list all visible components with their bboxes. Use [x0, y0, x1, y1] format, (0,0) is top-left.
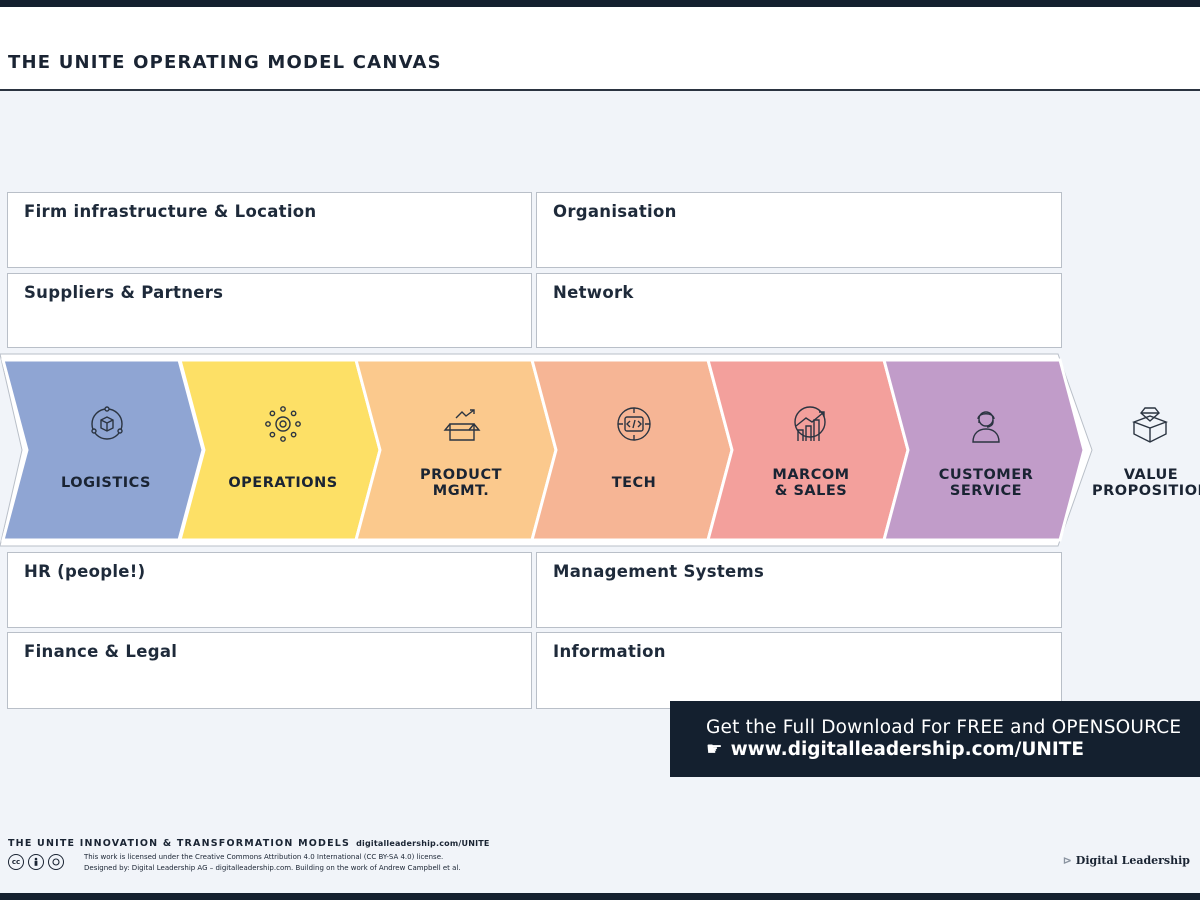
diamond-box-icon	[1130, 404, 1170, 444]
box-label: Finance & Legal	[24, 642, 178, 661]
banner-headline: Get the Full Download For FREE and OPENS…	[706, 717, 1182, 738]
top-bar	[0, 0, 1200, 7]
box-information[interactable]: Information	[536, 632, 1062, 709]
step-label-marcom-sales: MARCOM & SALES	[772, 467, 850, 499]
footer-heading: THE UNITE INNOVATION & TRANSFORMATION MO…	[8, 838, 490, 849]
page-title: THE UNITE OPERATING MODEL CANVAS	[8, 52, 442, 73]
license-icons: cc	[8, 854, 64, 872]
box-label: Management Systems	[553, 562, 765, 581]
logistics-cycle-icon	[87, 404, 127, 444]
product-box-icon	[442, 404, 482, 444]
chevron-tech[interactable]	[530, 358, 734, 542]
value-proposition-label: VALUE PROPOSITION	[1092, 467, 1200, 499]
box-label: HR (people!)	[24, 562, 146, 581]
box-label: Firm infrastructure & Location	[24, 202, 317, 221]
chevron-customer-service[interactable]	[882, 358, 1086, 542]
step-label-tech: TECH	[611, 475, 657, 491]
brand-chevron-icon: ⊳	[1062, 854, 1072, 867]
bottom-bar	[0, 893, 1200, 900]
code-chip-icon	[614, 404, 654, 444]
brand-logo: ⊳Digital Leadership	[1063, 854, 1190, 867]
box-label: Network	[553, 283, 634, 302]
box-finance-legal[interactable]: Finance & Legal	[7, 632, 532, 709]
step-label-customer-service: CUSTOMER SERVICE	[938, 467, 1034, 499]
pointing-hand-icon: ☛	[706, 739, 723, 760]
designed-by-text: Designed by: Digital Leadership AG – dig…	[84, 864, 461, 872]
chevron-product-mgmt[interactable]	[354, 358, 558, 542]
header	[0, 7, 1200, 91]
banner-url[interactable]: www.digitalleadership.com/UNITE	[730, 739, 1084, 760]
box-hr[interactable]: HR (people!)	[7, 552, 532, 628]
box-management-systems[interactable]: Management Systems	[536, 552, 1062, 628]
footer-title: THE UNITE INNOVATION & TRANSFORMATION MO…	[8, 838, 351, 849]
cc-icon: cc	[8, 854, 24, 870]
banner-link[interactable]: ☛ www.digitalleadership.com/UNITE	[706, 739, 1084, 760]
download-banner[interactable]: Get the Full Download For FREE and OPENS…	[670, 701, 1200, 777]
brand-name: Digital Leadership	[1075, 854, 1190, 867]
footer-url[interactable]: digitalleadership.com/UNITE	[356, 839, 490, 848]
box-network[interactable]: Network	[536, 273, 1062, 348]
attribution-icon	[28, 854, 44, 870]
step-label-logistics: LOGISTICS	[61, 475, 151, 491]
box-label: Organisation	[553, 202, 677, 221]
gear-icon	[263, 404, 303, 444]
step-label-operations: OPERATIONS	[228, 475, 338, 491]
box-suppliers-partners[interactable]: Suppliers & Partners	[7, 273, 532, 348]
footer: THE UNITE INNOVATION & TRANSFORMATION MO…	[8, 838, 1198, 878]
chevron-marcom-sales[interactable]	[706, 358, 910, 542]
growth-chart-icon	[790, 404, 830, 444]
box-label: Information	[553, 642, 666, 661]
value-chain	[0, 353, 1093, 547]
chevron-operations[interactable]	[178, 358, 382, 542]
share-alike-icon	[48, 854, 64, 870]
box-organisation[interactable]: Organisation	[536, 192, 1062, 268]
support-agent-icon	[966, 404, 1006, 444]
box-firm-infrastructure[interactable]: Firm infrastructure & Location	[7, 192, 532, 268]
license-text: This work is licensed under the Creative…	[84, 853, 444, 861]
box-label: Suppliers & Partners	[24, 283, 224, 302]
step-label-product-mgmt: PRODUCT MGMT.	[420, 467, 502, 499]
chevron-logistics[interactable]	[1, 358, 205, 542]
